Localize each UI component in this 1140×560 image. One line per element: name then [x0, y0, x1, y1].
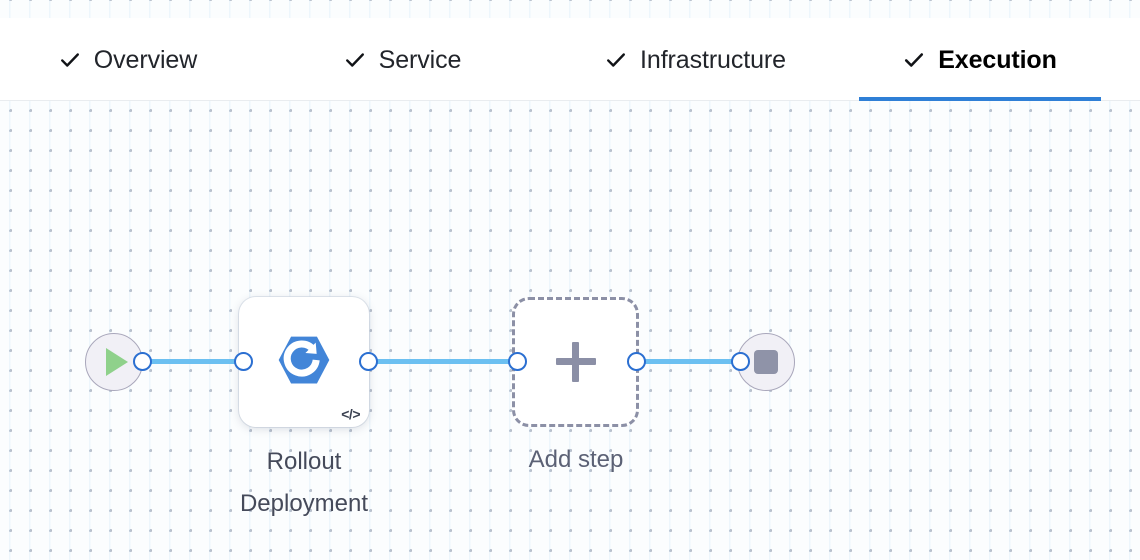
check-icon: [605, 49, 627, 71]
tab-overview[interactable]: Overview: [14, 18, 242, 101]
tab-execution-label: Execution: [938, 45, 1057, 74]
node-add-step[interactable]: [512, 297, 639, 427]
edge-rollout-to-add[interactable]: [366, 359, 518, 364]
stop-icon: [754, 350, 778, 374]
tab-service-label: Service: [378, 45, 462, 74]
port-add-step-output[interactable]: [627, 352, 646, 371]
rollout-deployment-icon: [274, 330, 334, 390]
edge-start-to-rollout[interactable]: [140, 359, 244, 364]
tab-execution[interactable]: Execution: [859, 18, 1101, 101]
port-start-output[interactable]: [133, 352, 152, 371]
edge-add-to-end[interactable]: [634, 359, 740, 364]
port-end-input[interactable]: [731, 352, 750, 371]
tab-overview-label: Overview: [93, 45, 198, 74]
tab-service[interactable]: Service: [300, 18, 505, 101]
node-rollout-deployment-label: Rollout Deployment: [239, 448, 369, 517]
node-add-step-label: Add step: [528, 446, 624, 473]
execution-flow-graph: </> Rollout Deployment Add step: [0, 101, 1140, 560]
port-rollout-output[interactable]: [359, 352, 378, 371]
check-icon: [903, 49, 925, 71]
port-rollout-input[interactable]: [234, 352, 253, 371]
check-icon: [59, 49, 81, 71]
play-icon: [106, 348, 128, 376]
pipeline-stage-tabs: Overview Service Infrastructure Executio…: [0, 18, 1140, 101]
tab-infrastructure[interactable]: Infrastructure: [558, 18, 833, 101]
flow-canvas[interactable]: [0, 101, 1140, 560]
check-icon: [344, 49, 366, 71]
tab-active-underline: [859, 97, 1101, 101]
node-rollout-deployment[interactable]: </>: [239, 297, 369, 427]
tab-infrastructure-label: Infrastructure: [640, 45, 786, 74]
canvas-top-strip: [0, 0, 1140, 18]
plus-icon: [555, 342, 596, 382]
port-add-step-input[interactable]: [508, 352, 527, 371]
code-icon: </>: [341, 406, 360, 422]
